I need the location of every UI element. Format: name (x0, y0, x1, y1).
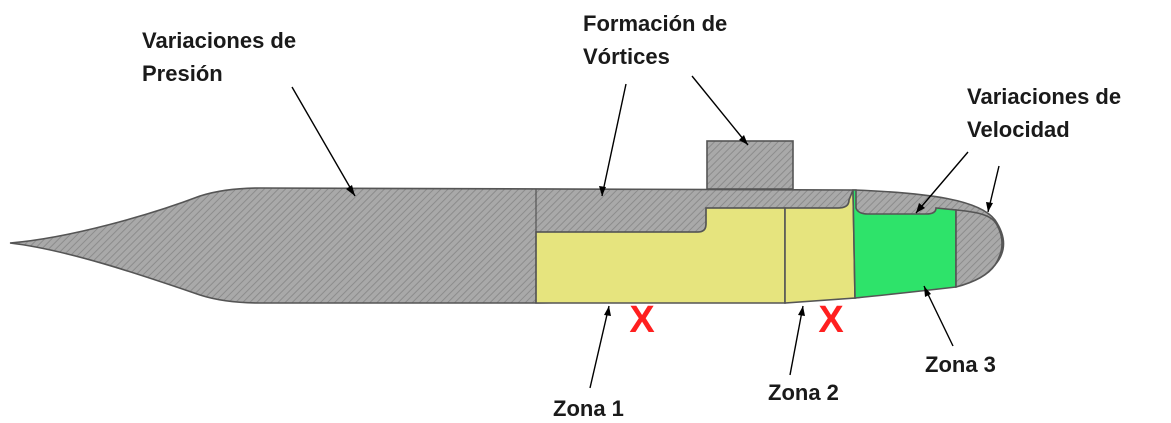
zone1-arrow (589, 305, 610, 389)
pressure-label-line1: Variaciones de (142, 28, 296, 53)
pressure-arrow-head (346, 185, 355, 196)
velocity-label-line2: Velocidad (967, 117, 1070, 142)
x-mark-zone2: X (818, 299, 844, 341)
pressure-arrow (291, 86, 356, 197)
zone2-arrow (789, 305, 804, 376)
leader-arrows (291, 75, 1000, 389)
hull-step-line (536, 199, 850, 233)
zone-3-region (852, 189, 957, 299)
vortex-arrow-1 (601, 83, 627, 197)
x-mark-zone1: X (629, 299, 655, 341)
vortex-arrow-2 (691, 75, 749, 146)
velocity-arrow-1 (915, 151, 969, 214)
vortex-label-line1: Formación de (583, 11, 727, 36)
bow-cap (955, 209, 1003, 289)
zone1-label: Zona 1 (553, 396, 624, 421)
conning-tower (706, 140, 794, 190)
velocity-arrow-1-head (916, 203, 925, 213)
zone1-arrow-head (604, 306, 611, 316)
velocity-arrow-2-head (986, 202, 993, 212)
vortex-label-line2: Vórtices (583, 44, 670, 69)
zone2-label: Zona 2 (768, 380, 839, 405)
zone2-arrow-head (798, 306, 805, 316)
pressure-label-line2: Presión (142, 61, 223, 86)
vortex-arrow-2-head (739, 135, 748, 145)
zone3-arrow-head (924, 286, 931, 297)
velocity-label-line1: Variaciones de (967, 84, 1121, 109)
zone3-arrow (923, 285, 954, 347)
zone3-label: Zona 3 (925, 352, 996, 377)
vortex-arrow-1-head (599, 186, 606, 196)
